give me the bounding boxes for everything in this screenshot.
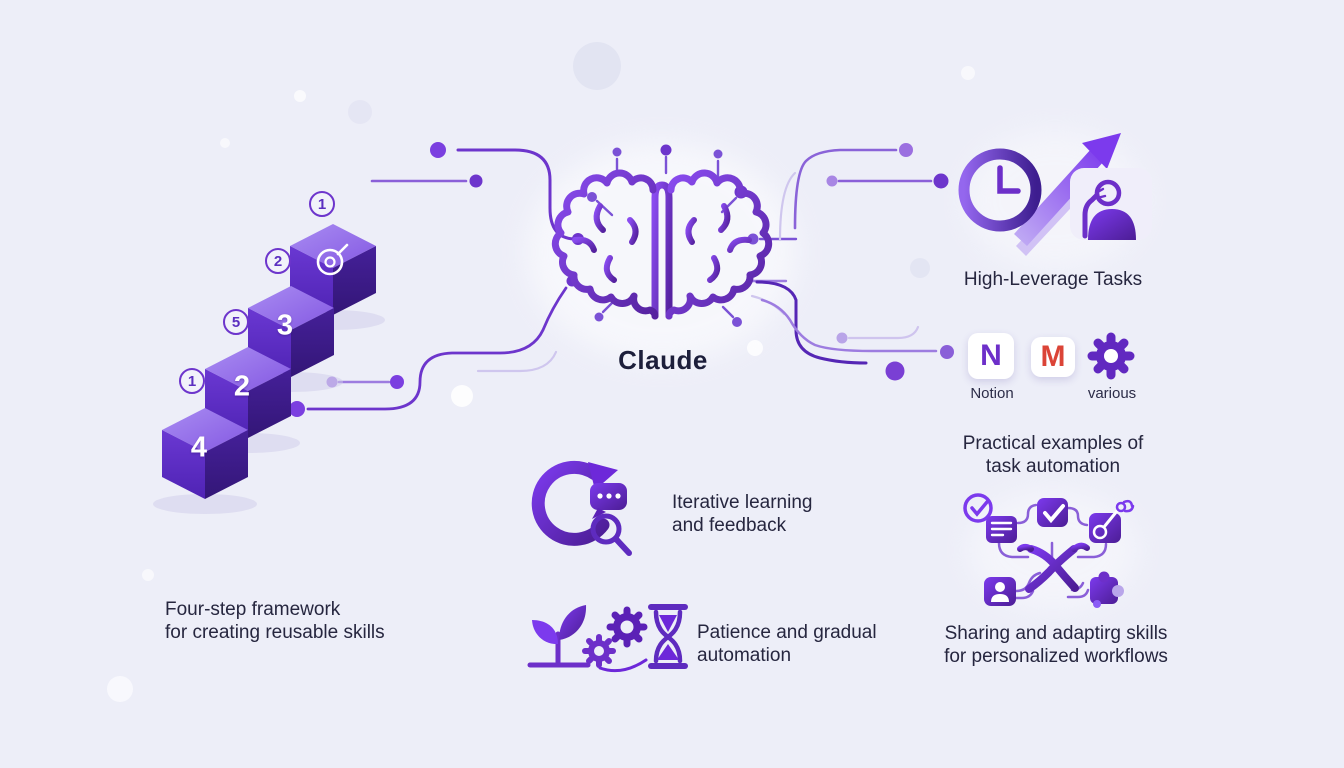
various-gear-icon (1087, 332, 1135, 380)
hourglass-icon (648, 604, 688, 669)
patience-icons (527, 604, 688, 673)
sharing-caption-line1: Sharing and adaptirg skills (944, 623, 1168, 644)
workflow-connectors (997, 503, 1108, 600)
cube-target-icon (316, 243, 349, 276)
claude-label: Claude (618, 345, 708, 375)
workflow-map (963, 493, 1135, 608)
loop-arrowhead-icon (588, 462, 618, 490)
iterative-loop-icon (531, 460, 632, 556)
sharing-caption-line2: for personalized workflows (944, 646, 1168, 667)
document-icon (986, 516, 1017, 543)
step-badge-number: 1 (187, 372, 197, 390)
step-badge: 5 (223, 309, 249, 335)
patience-caption-line2: automation (697, 645, 792, 666)
high-leverage-icons (958, 133, 1152, 256)
gmail-icon: M (1031, 337, 1075, 377)
gears-icon (582, 606, 648, 673)
various-label: various (1087, 385, 1137, 402)
sharing-caption: Sharing and adaptirg skills for personal… (944, 622, 1168, 668)
step-badge: 2 (265, 248, 291, 274)
cube-number: 4 (190, 431, 208, 464)
framework-caption: Four-step framework for creating reusabl… (165, 598, 385, 644)
step-badge-number: 2 (273, 252, 283, 270)
patience-caption: Patience and gradual automation (697, 621, 877, 667)
tools-caption-line1: Practical examples of (962, 433, 1144, 454)
patience-caption-line1: Patience and gradual (697, 622, 877, 643)
sprout-icon (527, 605, 591, 668)
gmail-letter: M (1040, 340, 1066, 373)
iterative-caption: Iterative learning and feedback (672, 491, 812, 537)
framework-caption-line1: Four-step framework (165, 599, 341, 620)
step-badge-number: 5 (231, 313, 241, 331)
magnifier-icon (590, 513, 632, 556)
cube-number: 2 (233, 370, 251, 403)
iterative-caption-line2: and feedback (672, 515, 787, 536)
cube-number: 3 (276, 309, 294, 342)
notion-label: Notion (970, 385, 1014, 402)
checkbox-icon (1037, 498, 1068, 527)
step-badge-number: 1 (317, 195, 327, 213)
tools-caption: Practical examples of task automation (963, 432, 1144, 478)
user-card-icon (984, 577, 1016, 606)
clock-icon (958, 148, 1042, 232)
puzzle-icon (1090, 571, 1124, 608)
step-badge: 1 (179, 368, 205, 394)
brain-icon (551, 169, 773, 320)
circuit-lines (289, 142, 954, 417)
tools-caption-line2: task automation (985, 456, 1121, 477)
robot-arm-icon (1089, 499, 1135, 543)
cube-stack (153, 224, 385, 514)
check-circle-icon (963, 493, 993, 523)
framework-caption-line2: for creating reusable skills (165, 622, 385, 643)
iterative-caption-line1: Iterative learning (672, 492, 813, 513)
high-leverage-label: High-Leverage Tasks (963, 269, 1143, 290)
person-card-icon (1070, 168, 1152, 240)
notion-letter: N (980, 339, 1002, 372)
crossover-icon (1017, 542, 1090, 593)
chat-bubble-icon (590, 483, 627, 519)
notion-icon: N (968, 333, 1014, 379)
step-badge: 1 (309, 191, 335, 217)
